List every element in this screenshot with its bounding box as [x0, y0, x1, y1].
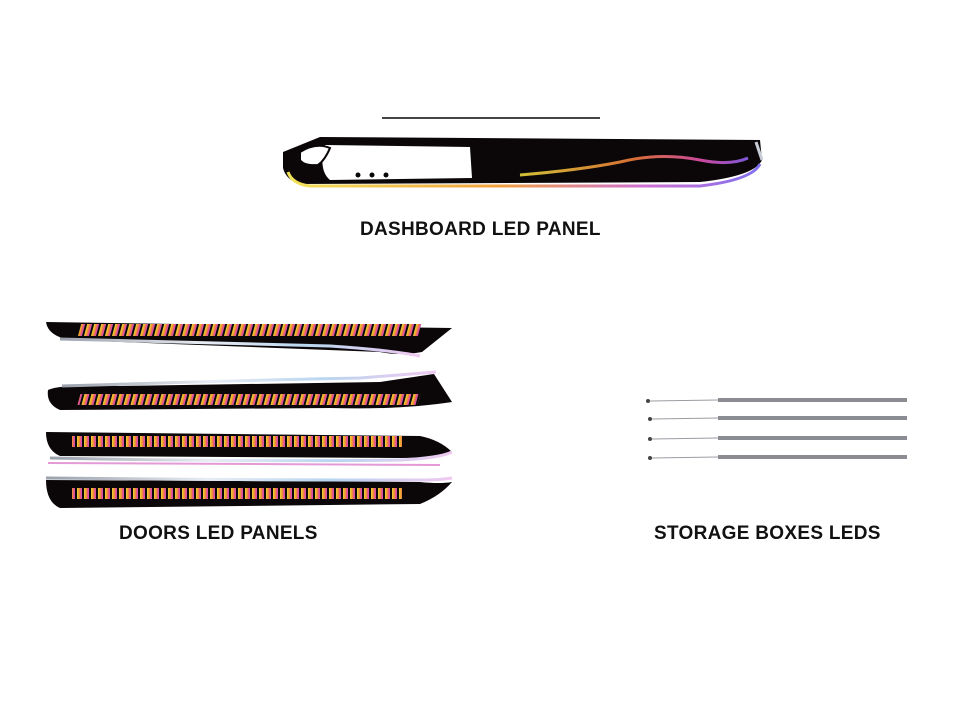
- dashboard-led-trim: [286, 163, 762, 188]
- storage-led-strip-1: [646, 398, 907, 403]
- dashboard-led-wave: [519, 154, 749, 177]
- door-panel-4: [45, 476, 453, 508]
- storage-boxes-leds: [646, 398, 907, 460]
- storage-led-strip-4: [648, 455, 907, 460]
- door-panel-3: [46, 432, 453, 466]
- storage-led-strip-3: [648, 436, 907, 441]
- doors-caption: DOORS LED PANELS: [119, 523, 318, 544]
- dashboard-caption: DASHBOARD LED PANEL: [360, 219, 601, 240]
- storage-led-strip-2: [648, 416, 907, 421]
- dashboard-led-panel: [283, 117, 764, 188]
- doors-led-panels: [45, 322, 453, 508]
- door-panel-2: [47, 370, 452, 410]
- door-panel-1: [46, 322, 452, 358]
- storage-caption: STORAGE BOXES LEDS: [654, 523, 881, 544]
